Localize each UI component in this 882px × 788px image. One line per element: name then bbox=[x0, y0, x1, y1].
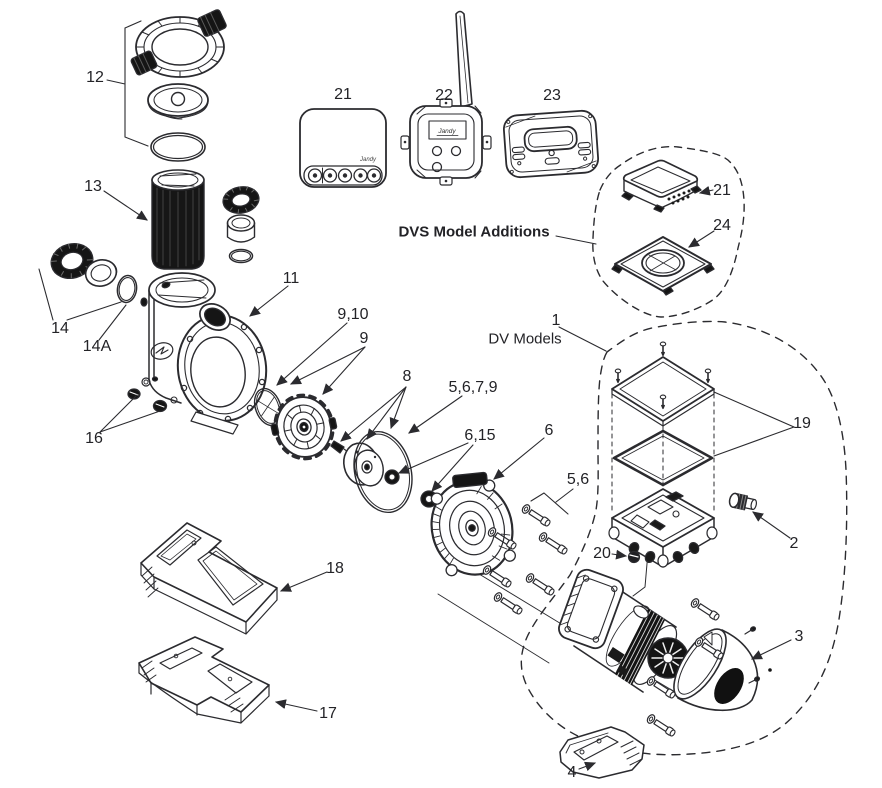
union-sleeve-right bbox=[226, 214, 256, 243]
union-o-ring-right bbox=[228, 248, 254, 264]
dvs-mounting-plate-24 bbox=[611, 236, 715, 296]
motor bbox=[558, 568, 689, 693]
shaft-seal-primary bbox=[384, 469, 400, 485]
base-bottom-17 bbox=[138, 636, 270, 724]
jbox-gasket bbox=[612, 429, 714, 487]
strain-relief-fitting bbox=[728, 492, 757, 511]
dvs-controller-21 bbox=[621, 159, 702, 213]
strainer-basket bbox=[151, 169, 205, 270]
impeller bbox=[343, 442, 384, 487]
leader-lines bbox=[38, 20, 795, 772]
dv-section-outline bbox=[520, 320, 848, 756]
jbox-base bbox=[608, 488, 718, 568]
controller-21: Jandy bbox=[299, 108, 387, 188]
transceiver-22: Jandy bbox=[400, 10, 492, 186]
drain-plugs bbox=[127, 376, 178, 413]
jandy-logo-22: Jandy bbox=[437, 128, 456, 135]
union-nut-left bbox=[50, 243, 94, 279]
seal-plate bbox=[430, 471, 516, 577]
lock-ring bbox=[130, 9, 227, 78]
pump-housing bbox=[140, 272, 268, 435]
conduit-connector-line bbox=[632, 551, 649, 597]
remote-controller-23 bbox=[502, 109, 600, 179]
lid-o-ring bbox=[150, 132, 206, 162]
jandy-logo-21: Jandy bbox=[359, 157, 377, 163]
jbox-cover-plate bbox=[611, 356, 715, 427]
motor-bracket bbox=[559, 726, 645, 779]
union-nut-right bbox=[222, 186, 260, 214]
union-sleeve-left bbox=[84, 259, 118, 287]
motor-flange bbox=[558, 568, 624, 650]
dvs-section-outline bbox=[592, 145, 745, 318]
end-cap-screws bbox=[744, 626, 772, 684]
jbox-plug bbox=[627, 550, 641, 564]
motor-end-cap bbox=[673, 628, 759, 712]
union-o-ring-14a bbox=[116, 274, 138, 304]
base-top-18 bbox=[140, 522, 278, 635]
strainer-lid bbox=[147, 83, 209, 120]
diffuser bbox=[270, 393, 338, 461]
